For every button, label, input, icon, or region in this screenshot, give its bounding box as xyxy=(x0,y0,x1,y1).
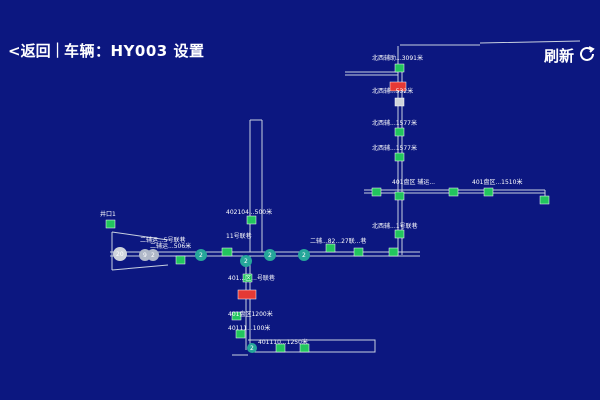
refresh-button[interactable]: 刷新 xyxy=(544,47,575,65)
svg-text:20: 20 xyxy=(116,251,124,258)
refresh-icon[interactable] xyxy=(577,44,597,64)
device-icon[interactable] xyxy=(394,191,405,201)
vehicle-marker[interactable]: 2 xyxy=(195,249,207,261)
alarm-icon[interactable] xyxy=(237,289,257,300)
header-bar: <返回 | 车辆：HY003 设置 刷新 xyxy=(0,0,600,65)
svg-text:2: 2 xyxy=(250,345,254,352)
device-icon[interactable] xyxy=(221,247,233,257)
location-label: 北西辅...1577米 xyxy=(372,144,417,152)
location-label: 40111...100米 xyxy=(228,324,270,332)
location-label: 401盘区...1510米 xyxy=(472,178,522,186)
device-icon[interactable] xyxy=(235,329,246,339)
location-label: 北西辅...532米 xyxy=(372,87,413,95)
device-icon[interactable] xyxy=(394,152,405,162)
vehicle-markers: 20 9 2 2 2 2 2 2 xyxy=(113,247,310,353)
vehicle-marker[interactable]: 2 xyxy=(298,249,310,261)
device-icon[interactable] xyxy=(353,247,364,257)
page-title: 车辆：HY003 设置 xyxy=(64,42,205,60)
location-label: 北西辅助...3091米 xyxy=(372,54,423,62)
svg-text:2: 2 xyxy=(268,252,272,259)
location-label: 二辅...82...27联...巷 xyxy=(310,237,366,245)
device-icon[interactable] xyxy=(448,187,459,197)
location-label: 401盘区1200米 xyxy=(228,310,273,318)
vehicle-marker[interactable]: 20 xyxy=(113,247,127,261)
location-label: 401...区...号联巷 xyxy=(228,274,275,282)
location-label: 北西辅...1577米 xyxy=(372,119,417,127)
alarm-icons xyxy=(237,81,407,300)
device-icon[interactable] xyxy=(371,187,382,197)
device-icon[interactable] xyxy=(275,343,286,353)
device-icon[interactable] xyxy=(242,273,253,283)
svg-text:2: 2 xyxy=(244,258,248,265)
svg-text:2: 2 xyxy=(199,252,203,259)
vehicle-marker[interactable]: 2 xyxy=(147,249,159,261)
title-separator: | xyxy=(55,40,61,58)
location-label: 401盘区 辅运... xyxy=(392,178,435,186)
location-label: 二辅运...506米 xyxy=(150,242,191,250)
vehicle-marker[interactable]: 2 xyxy=(247,343,257,353)
svg-text:2: 2 xyxy=(302,252,306,259)
alarm-icon[interactable] xyxy=(389,81,407,92)
svg-text:9: 9 xyxy=(143,252,147,259)
device-icon[interactable] xyxy=(325,243,336,253)
location-label: 401110...1250米 xyxy=(258,338,308,346)
location-label: 402104...500米 xyxy=(226,208,272,216)
device-icon[interactable] xyxy=(175,255,186,265)
map-labels: 北西辅助...3091米 北西辅...532米 北西辅...1577米 北西辅.… xyxy=(100,54,522,346)
location-label: 11号联巷 xyxy=(226,232,252,240)
device-icon[interactable] xyxy=(394,63,405,73)
device-icon[interactable] xyxy=(231,311,242,321)
track-network xyxy=(110,40,581,356)
vehicle-marker[interactable]: 2 xyxy=(264,249,276,261)
location-label: 井口1 xyxy=(100,210,116,218)
device-icon[interactable] xyxy=(394,229,405,239)
device-icon[interactable] xyxy=(539,195,550,205)
device-icon[interactable] xyxy=(394,127,405,137)
location-label: 北西辅...1号联巷 xyxy=(372,222,418,230)
device-icon[interactable] xyxy=(394,97,405,107)
device-icons xyxy=(105,63,550,353)
device-icon[interactable] xyxy=(483,187,494,197)
device-icon[interactable] xyxy=(105,219,116,229)
svg-text:2: 2 xyxy=(151,252,155,259)
device-icon[interactable] xyxy=(246,215,257,225)
vehicle-marker[interactable]: 2 xyxy=(240,255,252,267)
device-icon[interactable] xyxy=(299,343,310,353)
location-label: 二辅运...5号联巷 xyxy=(140,236,186,244)
device-icon[interactable] xyxy=(388,247,399,257)
back-button[interactable]: <返回 xyxy=(8,42,51,60)
